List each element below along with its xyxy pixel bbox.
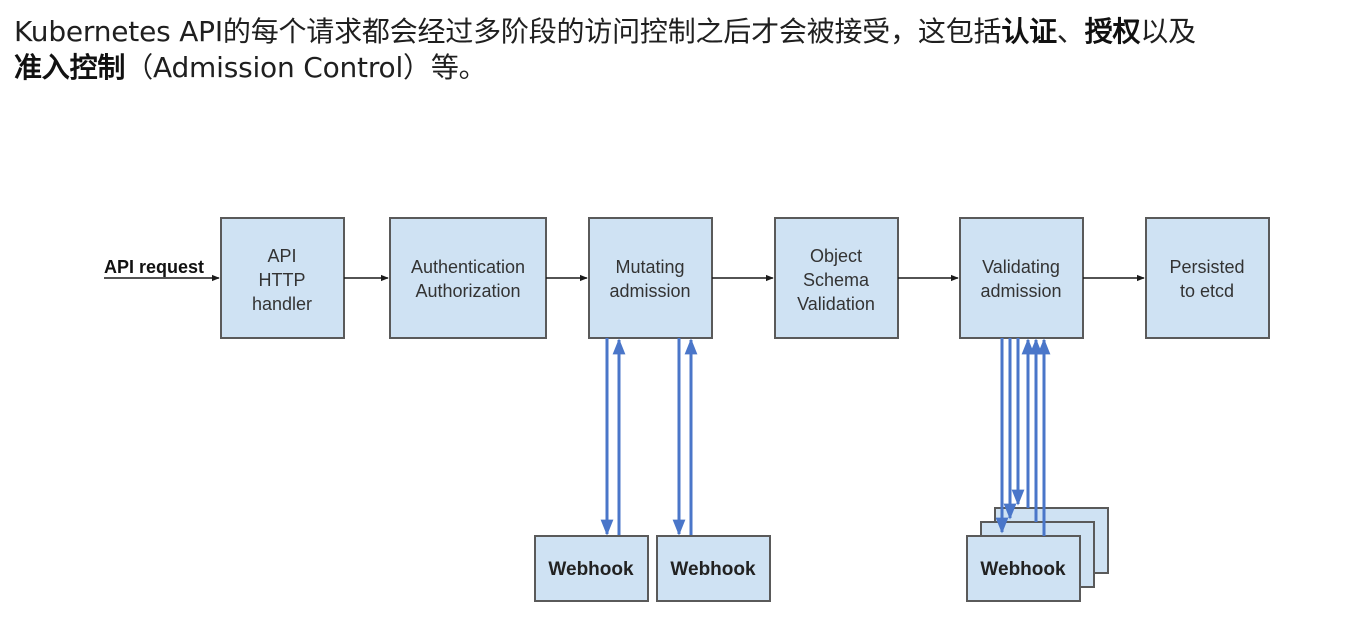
validating-line-1: Validating [982,257,1060,277]
mutating-line-2: admission [609,281,690,301]
validating-webhook-stack: Webhook [966,507,1109,602]
mutating-webhook-2: Webhook [656,535,771,602]
schema-line-1: Object [810,246,862,266]
mutating-webhook-1: Webhook [534,535,649,602]
persisted-line-2: to etcd [1180,281,1234,301]
schema-line-3: Validation [797,294,875,314]
schema-line-2: Schema [803,270,870,290]
webhook-label: Webhook [670,559,756,580]
intro-text-1: Kubernetes API的每个请求都会经过多阶段的访问控制之后才会被接受，这… [14,15,1002,48]
api-handler-line-1: API [267,246,296,266]
intro-authn: 认证 [1001,15,1057,48]
intro-authz: 授权 [1084,15,1141,48]
intro-paragraph: Kubernetes API的每个请求都会经过多阶段的访问控制之后才会被接受，这… [14,14,1334,86]
mutating-admission-box: Mutating admission [588,217,713,339]
authn-authz-line-1: Authentication [411,257,525,277]
intro-sep: 、 [1056,15,1085,48]
api-handler-line-2: HTTP [259,270,306,290]
intro-text-3: （Admission Control）等。 [125,51,487,84]
authentication-authorization-box: Authentication Authorization [389,217,547,339]
webhook-stack-front [966,535,1081,602]
intro-admission: 准入控制 [14,51,126,84]
intro-text-2: 以及 [1140,15,1196,48]
persisted-line-1: Persisted [1169,257,1244,277]
authn-authz-line-2: Authorization [415,281,520,301]
validating-line-2: admission [980,281,1061,301]
webhook-label: Webhook [980,559,1066,580]
api-request-label: API request [104,257,204,277]
persisted-to-etcd-box: Persisted to etcd [1145,217,1270,339]
validating-admission-box: Validating admission [959,217,1084,339]
object-schema-validation-box: Object Schema Validation [774,217,899,339]
api-handler-box: API HTTP handler [220,217,345,339]
mutating-line-1: Mutating [615,257,684,277]
api-handler-line-3: handler [252,294,312,314]
webhook-label: Webhook [548,559,634,580]
